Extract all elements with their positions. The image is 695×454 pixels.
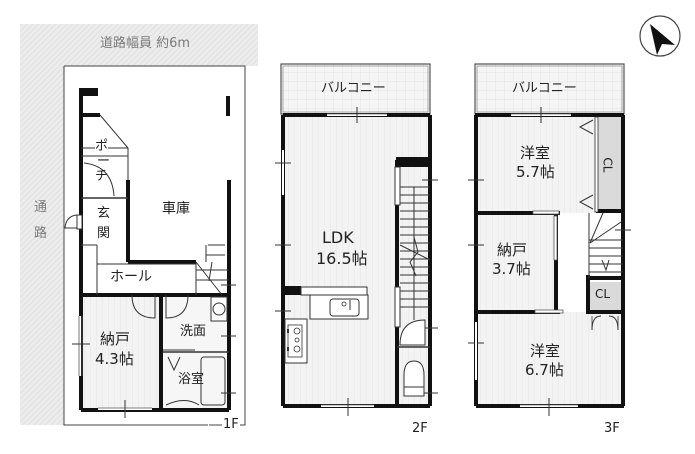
ldk-size: 16.5帖 [316, 249, 368, 268]
garage-label: 車庫 [162, 201, 190, 217]
closet-2-label: CL [595, 287, 611, 301]
ldk-name: LDK [322, 228, 354, 247]
storage-1f-name: 納戸 [100, 330, 131, 348]
western-room-2-size: 6.7帖 [525, 361, 564, 379]
bathroom-label: 浴室 [178, 372, 205, 387]
floor-2f-plan [275, 63, 438, 416]
western-room-1-name: 洋室 [520, 144, 551, 162]
hall-label: ホール [110, 269, 152, 285]
north-arrow-icon [639, 15, 681, 57]
storage-3f-name: 納戸 [497, 241, 528, 259]
western-room-1-size: 5.7帖 [516, 163, 555, 181]
floor-1f-plan [63, 65, 246, 426]
storage-1f-size: 4.3帖 [95, 350, 134, 368]
storage-3f-size: 3.7帖 [492, 260, 531, 278]
closet-1-label: CL [600, 157, 615, 173]
road-area [20, 24, 258, 425]
floor-2f-label: 2F [412, 421, 428, 436]
western-room-2-name: 洋室 [530, 342, 561, 360]
balcony-3f-label: バルコニー [512, 81, 577, 96]
side-road-label-2: 路 [34, 226, 48, 241]
side-road-label-1: 通 [34, 200, 48, 215]
washroom-label: 洗面 [180, 324, 207, 339]
floor-1f-label: 1F [222, 417, 240, 433]
road-width-label: 道路幅員 約6m [100, 36, 191, 51]
balcony-2f-label: バルコニー [321, 81, 386, 96]
floor-3f-label: 3F [604, 421, 620, 436]
floor-3f-plan [468, 63, 631, 416]
